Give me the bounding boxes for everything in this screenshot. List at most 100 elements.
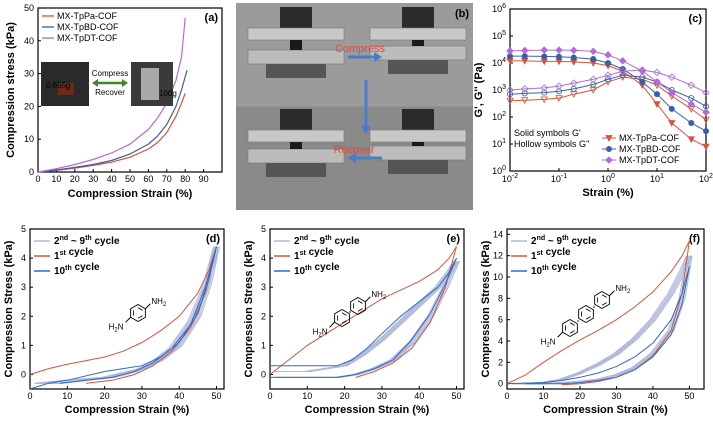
data-point [555, 82, 563, 90]
data-point [589, 75, 598, 84]
data-point [569, 79, 578, 87]
inset-recover-label: Recover [95, 88, 125, 97]
rig-top-left [247, 7, 345, 78]
annotation: Solid symbols G' [514, 128, 581, 138]
amine-top: NH2 [371, 290, 387, 301]
legend-label: 2nd ~ 9th cycle [54, 235, 120, 247]
x-tick-label: 90 [199, 174, 209, 184]
data-point [605, 60, 612, 67]
plot-frame [506, 228, 705, 390]
x-tick-label: 20 [70, 174, 80, 184]
data-point [570, 54, 577, 61]
data-point [604, 51, 612, 59]
x-tick-label: 10-2 [502, 173, 518, 184]
x-tick-label: 40 [174, 391, 184, 401]
y-tick-label: 40 [24, 36, 34, 46]
x-tick-label: 10 [302, 391, 312, 401]
data-point [604, 71, 612, 80]
panel-label: (a) [205, 12, 219, 24]
panel-label: (b) [455, 8, 469, 20]
amine-bond-top [145, 303, 151, 310]
y-tick-label: 101 [492, 138, 506, 149]
arrow-compress-head [374, 52, 382, 62]
data-point [541, 89, 548, 96]
x-tick-label: 10 [51, 174, 61, 184]
inset-compress-label: Compress [92, 69, 128, 78]
panel-label: (e) [447, 233, 461, 245]
amine-top: NH2 [615, 284, 631, 295]
x-tick-label: 102 [699, 173, 713, 184]
legend-label: 2nd ~ 9th cycle [294, 235, 360, 247]
data-point [605, 76, 612, 83]
benzene-ring-double-bond [569, 330, 575, 334]
x-tick-label: 30 [611, 391, 621, 401]
panel-label: (c) [689, 13, 703, 25]
y-tick-label: 5 [21, 224, 26, 234]
plot-frame [29, 228, 225, 390]
y-tick-label: 1 [261, 340, 266, 350]
y-axis-label: Compression stress (kPa) [5, 22, 17, 158]
y-tick-label: 20 [24, 101, 34, 111]
amine-bottom: H2N [541, 337, 556, 348]
benzene-ring-double-bond [137, 315, 143, 319]
data-point [702, 143, 710, 151]
series-unload [355, 246, 457, 378]
series-load [29, 246, 217, 375]
y-tick-label: 50 [24, 3, 34, 13]
y-tick-label: 4 [261, 253, 266, 263]
y-axis-label: G', G'' (Pa) [473, 62, 485, 117]
series-unload [525, 266, 690, 385]
legend-label: 2nd ~ 9th cycle [531, 235, 597, 247]
benzene-ring-double-bond [341, 320, 347, 324]
y-tick-label: 103 [492, 84, 506, 95]
series-line [37, 17, 186, 173]
series-unload [59, 246, 217, 384]
series-load [277, 260, 457, 372]
data-point [520, 46, 529, 55]
y-tick-label: 102 [492, 111, 506, 122]
benzene-ring-double-bond [137, 307, 143, 311]
x-axis-label: Compression Strain (%) [305, 404, 430, 416]
grip-upper [402, 109, 434, 131]
y-tick-label: 30 [24, 69, 34, 79]
legend-label: MX-TpPa-COF [619, 133, 680, 143]
data-point [654, 91, 661, 98]
amine-bottom: H2N [313, 327, 328, 338]
x-tick-label: 30 [88, 174, 98, 184]
data-point [590, 56, 597, 63]
amine-bond-bottom [557, 331, 563, 338]
data-point [506, 97, 514, 105]
y-tick-label: 0 [29, 167, 34, 177]
benzene-ring-double-bond [601, 302, 607, 306]
series-load [506, 240, 690, 385]
series-line [37, 93, 186, 173]
data-point [653, 101, 661, 108]
x-axis-label: Compression Strain (%) [65, 404, 190, 416]
y-axis-label: Compression Stress (kPa) [3, 240, 15, 377]
y-tick-label: 104 [492, 57, 506, 68]
legend-label: MX-TpDT-COF [57, 33, 118, 43]
x-tick-label: 0 [504, 391, 509, 401]
x-tick-label: 40 [648, 391, 658, 401]
x-tick-label: 0 [267, 391, 272, 401]
x-tick-label: 30 [377, 391, 387, 401]
legend-label: MX-TpBD-COF [619, 144, 681, 154]
base [266, 163, 326, 177]
recover-label: Recover [334, 144, 375, 156]
amine-bond-top [365, 296, 371, 303]
x-axis-label: Strain (%) [582, 187, 634, 199]
rig-bottom-right [369, 109, 467, 174]
x-tick-label: 80 [180, 174, 190, 184]
data-point [702, 108, 710, 117]
x-tick-label: 70 [162, 174, 172, 184]
annotation: Hollow symbols G'' [514, 139, 590, 149]
rig-bottom-left [247, 109, 345, 177]
benzene-ring [130, 303, 146, 323]
